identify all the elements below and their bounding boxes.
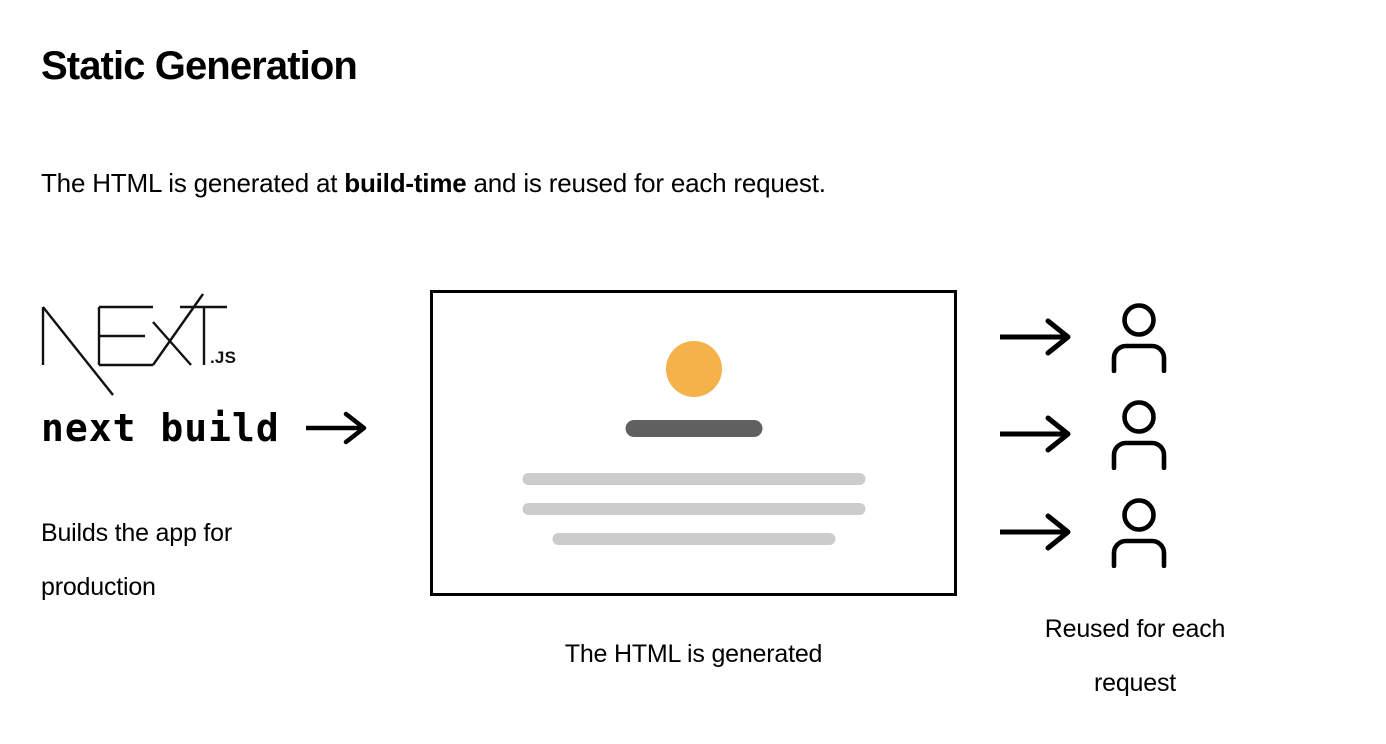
build-description-line-1: Builds the app for xyxy=(41,519,232,547)
page-subtitle: The HTML is generated at build-time and … xyxy=(41,168,826,199)
arrow-right-icon xyxy=(305,411,370,445)
next-build-command-label: next build xyxy=(41,406,280,450)
text-placeholder-line xyxy=(522,473,865,485)
page-title: Static Generation xyxy=(41,44,358,88)
svg-text:.JS: .JS xyxy=(210,348,236,367)
right-caption-line-1: Reused for each xyxy=(1044,615,1226,643)
flow-row xyxy=(999,397,1170,471)
arrow-right-icon xyxy=(999,512,1076,552)
subtitle-emphasis-build-time: build-time xyxy=(344,168,467,198)
flow-row xyxy=(999,300,1170,374)
build-description-line-2: production xyxy=(41,573,156,601)
next-build-command: next build xyxy=(41,406,370,450)
mockup-caption: The HTML is generated xyxy=(564,640,823,668)
html-page-mockup xyxy=(430,290,957,596)
build-description: Builds the app for production xyxy=(41,506,341,614)
flow-row xyxy=(999,495,1170,569)
text-placeholder-line xyxy=(522,503,865,515)
heading-placeholder-bar xyxy=(625,420,762,437)
text-placeholder-line xyxy=(552,533,835,545)
subtitle-text-before: The HTML is generated at xyxy=(41,168,345,198)
arrow-right-icon xyxy=(999,317,1076,357)
right-column-caption: Reused for each request xyxy=(975,602,1295,710)
user-icon xyxy=(1108,496,1170,569)
nextjs-logo: .JS xyxy=(41,282,246,397)
arrow-right-icon xyxy=(999,414,1076,454)
nextjs-logo-icon: .JS xyxy=(41,293,236,396)
user-icon xyxy=(1108,398,1170,471)
subtitle-text-after: and is reused for each request. xyxy=(466,168,826,198)
user-icon xyxy=(1108,301,1170,374)
circle-placeholder-icon xyxy=(665,341,722,397)
right-caption-line-2: request xyxy=(1094,669,1176,697)
